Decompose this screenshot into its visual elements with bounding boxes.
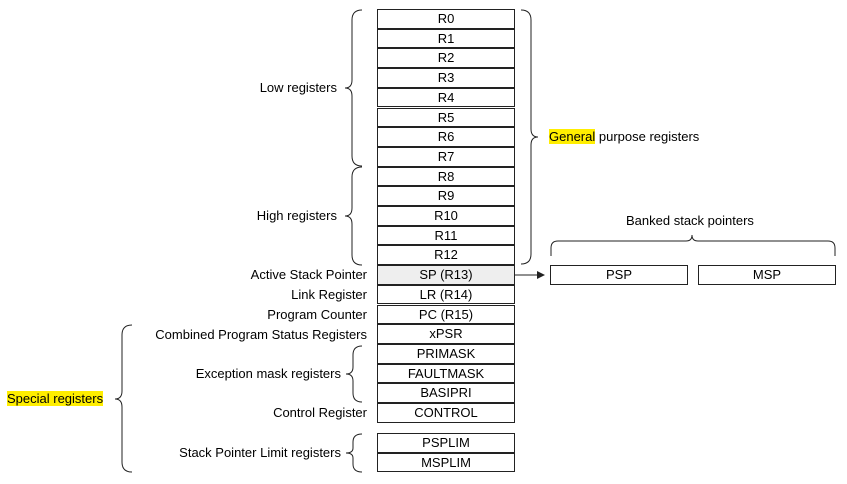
brace-special-registers — [114, 324, 133, 473]
register-r2: R2 — [377, 48, 515, 69]
register-r1: R1 — [377, 28, 515, 49]
label-special-registers: Special registers — [7, 391, 104, 407]
register-sp: SP (R13) — [377, 265, 515, 285]
register-r9: R9 — [377, 186, 515, 206]
brace-high-registers — [344, 166, 363, 266]
brace-low-registers — [344, 9, 363, 167]
register-lr: LR (R14) — [377, 284, 515, 305]
label-active-stack-pointer: Active Stack Pointer — [250, 267, 367, 282]
register-r6: R6 — [377, 127, 515, 147]
label-low-registers: Low registers — [259, 80, 337, 95]
label-banked-stack-pointers: Banked stack pointers — [626, 213, 754, 228]
register-xpsr: xPSR — [377, 324, 515, 344]
register-r0: R0 — [377, 9, 515, 29]
label-program-counter: Program Counter — [267, 307, 367, 322]
brace-exception-mask — [345, 345, 363, 403]
general-rest: purpose registers — [595, 129, 700, 144]
label-control-register: Control Register — [273, 405, 367, 420]
register-r3: R3 — [377, 68, 515, 88]
register-r5: R5 — [377, 107, 515, 128]
label-stack-pointer-limit: Stack Pointer Limit registers — [179, 445, 341, 460]
register-r11: R11 — [377, 225, 515, 246]
label-combined-psr: Combined Program Status Registers — [155, 327, 367, 342]
arrow-sp-head — [537, 271, 545, 279]
register-psplim: PSPLIM — [377, 433, 515, 453]
brace-stack-pointer-limit — [345, 433, 363, 473]
label-exception-mask: Exception mask registers — [195, 366, 341, 381]
register-msplim: MSPLIM — [377, 452, 515, 473]
register-r8: R8 — [377, 166, 515, 187]
register-r10: R10 — [377, 206, 515, 226]
register-pc: PC (R15) — [377, 304, 515, 325]
register-r12: R12 — [377, 245, 515, 266]
general-highlight: General — [549, 129, 596, 144]
brace-banked — [550, 234, 836, 256]
register-r7: R7 — [377, 146, 515, 167]
register-r4: R4 — [377, 87, 515, 108]
banked-psp: PSP — [550, 265, 688, 285]
label-link-register: Link Register — [291, 287, 367, 302]
special-highlight: Special registers — [7, 391, 104, 406]
register-primask: PRIMASK — [377, 344, 515, 364]
brace-general-purpose — [520, 9, 539, 265]
register-faultmask: FAULTMASK — [377, 363, 515, 384]
banked-msp: MSP — [698, 265, 836, 285]
register-control: CONTROL — [377, 403, 515, 423]
register-basepri: BASIPRI — [377, 383, 515, 404]
label-high-registers: High registers — [256, 208, 337, 223]
label-general-purpose: General purpose registers — [549, 129, 699, 145]
